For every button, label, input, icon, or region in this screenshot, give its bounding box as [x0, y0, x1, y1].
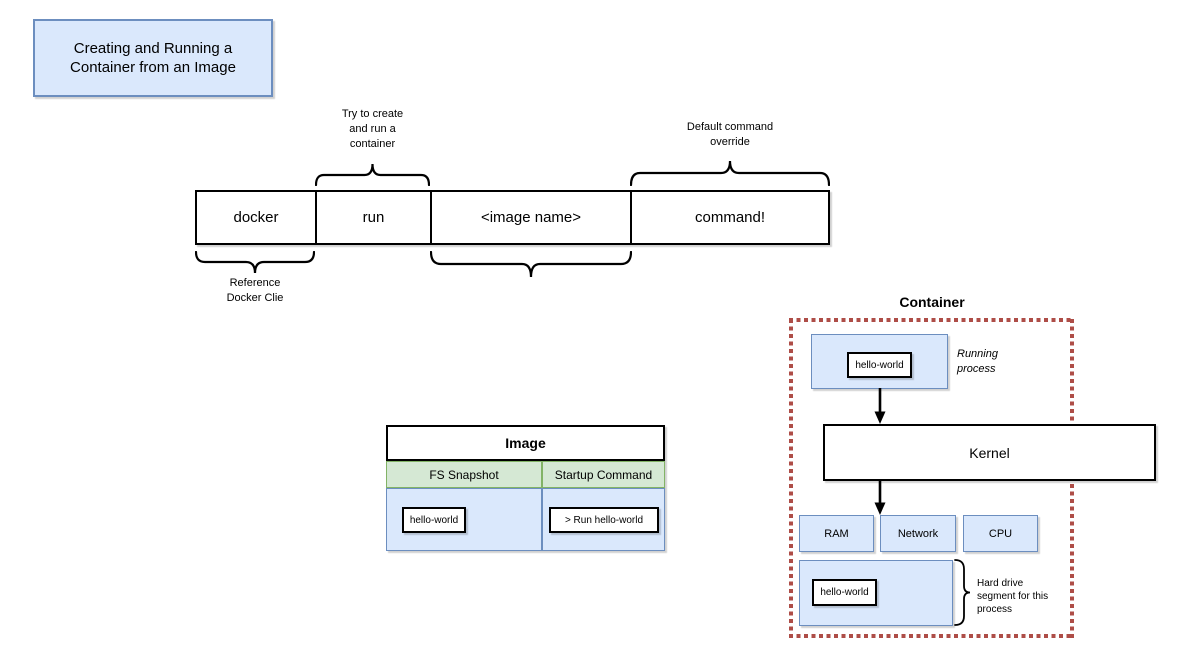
running-process-hello-world-label: hello-world	[855, 359, 904, 371]
note-reference-docker-cli: Reference Docker Clie	[226, 277, 284, 304]
arrow-down-to-kernel-icon	[872, 388, 888, 424]
note-running-process: Running process	[957, 348, 998, 375]
brace-over-run-icon	[315, 162, 430, 186]
kernel-label: Kernel	[969, 444, 1010, 461]
startup-command-label: Startup Command	[554, 467, 653, 482]
docker-command-row: docker run <image name> command!	[195, 190, 830, 245]
divider	[430, 192, 432, 243]
hard-drive-hello-world-label: hello-world	[820, 587, 869, 598]
column-header-startup-command: Startup Command	[542, 461, 665, 488]
brace-hard-drive-icon	[954, 559, 971, 626]
cpu-label: CPU	[988, 527, 1013, 540]
divider	[315, 192, 317, 243]
ram-label: RAM	[824, 527, 849, 540]
note-default-command-override: Default command override	[686, 121, 774, 148]
fs-snapshot-label: FS Snapshot	[429, 467, 499, 482]
image-table-title: Image	[505, 435, 546, 451]
title-box: Creating and Running a Container from an…	[33, 19, 273, 97]
token-docker-label: docker	[233, 209, 279, 226]
container-title: Container	[899, 294, 965, 310]
token-run-label: run	[362, 209, 385, 226]
brace-under-docker-icon	[195, 251, 315, 275]
note-hard-drive-segment: Hard drive segment for this process	[977, 578, 1049, 615]
resource-ram-box: RAM	[799, 515, 874, 552]
token-command: command!	[632, 192, 828, 243]
resource-cpu-box: CPU	[963, 515, 1038, 552]
fs-snapshot-value-box: hello-world	[402, 507, 466, 533]
token-command-label: command!	[694, 209, 766, 226]
brace-over-command-icon	[630, 159, 830, 186]
fs-snapshot-value: hello-world	[409, 514, 459, 526]
image-table-header: Image	[386, 425, 665, 461]
brace-under-image-name-icon	[430, 251, 632, 279]
resource-network-box: Network	[880, 515, 956, 552]
title-text: Creating and Running a Container from an…	[70, 40, 236, 76]
token-run: run	[317, 192, 430, 243]
divider	[630, 192, 632, 243]
token-image-name-label: <image name>	[480, 209, 582, 226]
note-try-to-create: Try to create and run a container	[341, 108, 404, 150]
startup-command-value: > Run hello-world	[564, 514, 644, 526]
running-process-hello-world-box: hello-world	[847, 352, 912, 378]
arrow-down-to-resources-icon	[872, 479, 888, 515]
column-header-fs-snapshot: FS Snapshot	[386, 461, 542, 488]
network-label: Network	[897, 527, 939, 540]
kernel-box: Kernel	[823, 424, 1156, 481]
hard-drive-hello-world-box: hello-world	[812, 579, 877, 606]
token-docker: docker	[197, 192, 315, 243]
startup-command-value-box: > Run hello-world	[549, 507, 659, 533]
token-image-name: <image name>	[432, 192, 630, 243]
